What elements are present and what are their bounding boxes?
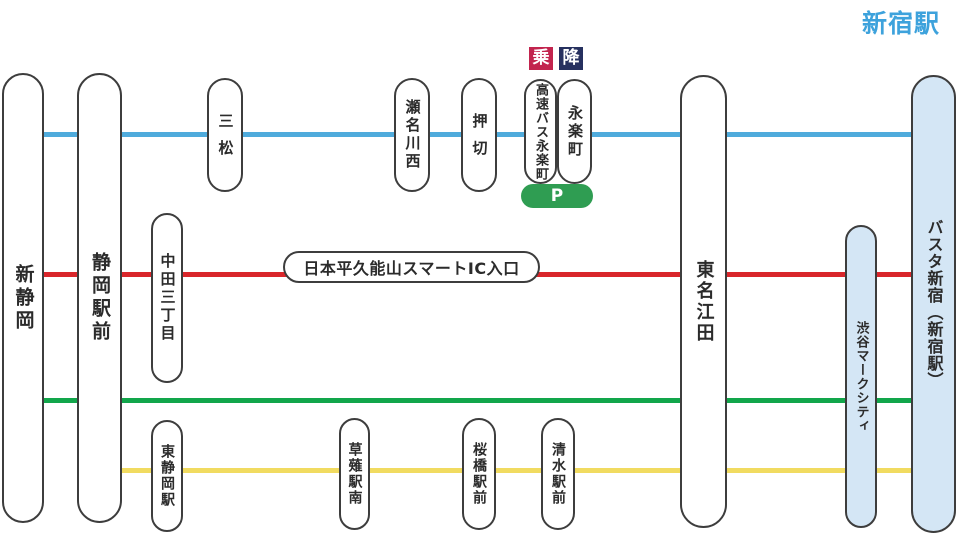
station-pill-oshikiri: 押切 xyxy=(461,78,497,192)
station-pill-nakada-3-chome: 中田三丁目 xyxy=(151,213,183,383)
station-label: バスタ新宿（新宿駅） xyxy=(924,219,944,389)
station-pill-tomei-eda: 東名江田 xyxy=(680,75,727,528)
station-label: 高速バス永楽町 xyxy=(533,82,548,181)
station-label: 東静岡駅 xyxy=(159,444,175,508)
station-pill-shin-shizuoka: 新静岡 xyxy=(2,73,44,523)
page-title: 新宿駅 xyxy=(862,9,941,38)
station-label: 中田三丁目 xyxy=(158,253,177,343)
station-pill-shizuoka-ekimae: 静岡駅前 xyxy=(77,73,122,523)
yellow-route-line xyxy=(100,468,912,473)
station-pill-senagawa-nishi: 瀬名川西 xyxy=(394,78,430,192)
parking-badge: P xyxy=(521,184,593,208)
station-label: 日本平久能山スマートIC入口 xyxy=(303,259,520,278)
station-pill-eirakucho: 永楽町 xyxy=(557,79,592,184)
station-label: 瀬名川西 xyxy=(403,99,422,171)
station-label: 草薙駅南 xyxy=(346,442,363,506)
boarding-badge: 乗 xyxy=(529,47,553,70)
station-pill-sakurabashi-ekimae: 桜橋駅前 xyxy=(462,418,496,530)
station-label: 三松 xyxy=(216,113,235,167)
alighting-badge: 降 xyxy=(559,47,583,70)
station-label: 東名江田 xyxy=(693,259,715,344)
station-label: 静岡駅前 xyxy=(89,252,111,344)
station-pill-shibuya-mark-city: 渋谷マークシティ xyxy=(845,225,877,528)
station-box-nihondaira-kunozan-smart-ic: 日本平久能山スマートIC入口 xyxy=(283,251,540,283)
station-label: 新静岡 xyxy=(12,263,35,333)
station-label: 永楽町 xyxy=(566,104,584,159)
station-label: 押切 xyxy=(470,113,489,167)
station-label: 清水駅前 xyxy=(550,442,566,506)
station-pill-higashi-shizuoka-eki: 東静岡駅 xyxy=(151,420,183,532)
station-pill-shimizu-ekimae: 清水駅前 xyxy=(541,418,575,530)
station-label: 渋谷マークシティ xyxy=(853,320,869,433)
station-pill-mimatsu: 三松 xyxy=(207,78,243,192)
station-pill-kosoku-bus-eirakucho: 高速バス永楽町 xyxy=(524,79,557,184)
station-pill-basta-shinjuku: バスタ新宿（新宿駅） xyxy=(911,75,956,533)
green-route-line xyxy=(25,398,913,403)
station-pill-kusanagi-eki-minami: 草薙駅南 xyxy=(339,418,370,530)
station-label: 桜橋駅前 xyxy=(471,442,487,506)
